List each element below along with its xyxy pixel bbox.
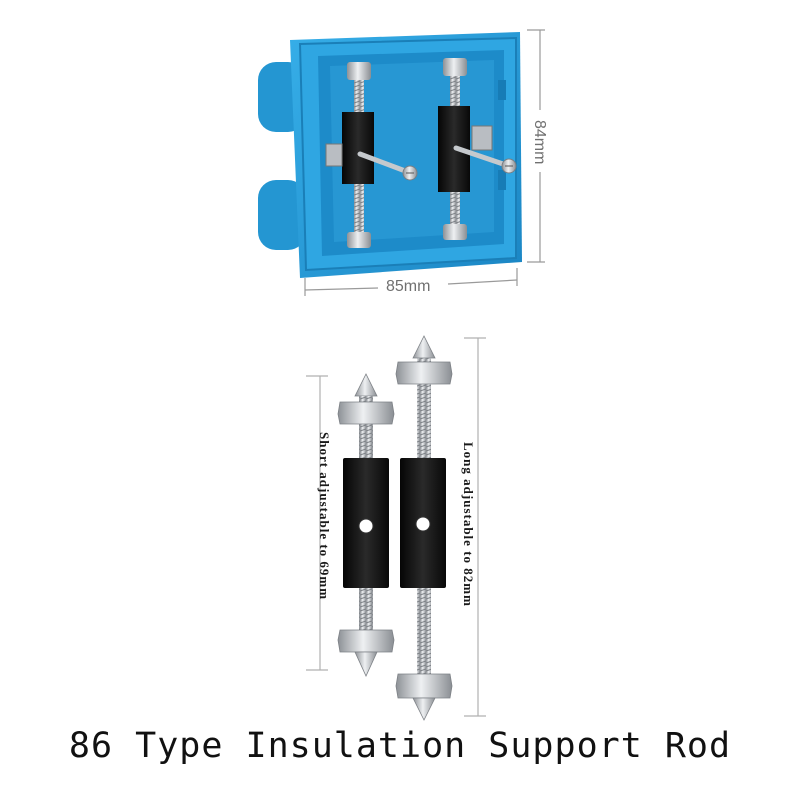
box-dimension-lines xyxy=(304,29,545,296)
product-caption: 86 Type Insulation Support Rod xyxy=(68,726,732,766)
knockout-lower xyxy=(258,180,306,250)
box-height-label: 84mm xyxy=(531,120,548,165)
rod-dimension-lines xyxy=(306,337,486,717)
short-support-rod xyxy=(337,373,395,677)
junction-box xyxy=(258,32,522,278)
long-rod-label: Long adjustable to 82mm xyxy=(461,442,476,607)
short-rod-label: Short adjustable to 69mm xyxy=(317,432,332,601)
box-width-label: 85mm xyxy=(386,278,431,295)
box-screw-left xyxy=(357,151,418,181)
long-support-rod xyxy=(395,335,453,721)
box-screw-right xyxy=(453,145,517,174)
